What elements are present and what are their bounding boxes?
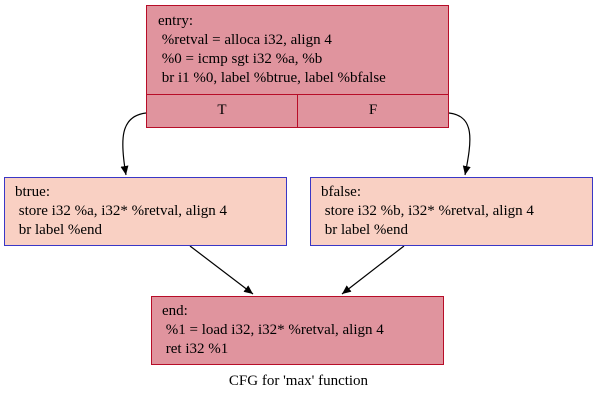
entry-line-icmp: %0 = icmp sgt i32 %a, %b xyxy=(158,51,323,67)
end-block: end: %1 = load i32, i32* %retval, align … xyxy=(151,296,444,365)
btrue-line-store: store i32 %a, i32* %retval, align 4 xyxy=(15,203,228,219)
false-port: F xyxy=(297,95,448,127)
end-line-label: end: xyxy=(162,303,188,319)
entry-line-br: br i1 %0, label %btrue, label %bfalse xyxy=(158,70,386,86)
entry-line-alloca: %retval = alloca i32, align 4 xyxy=(158,32,332,48)
bfalse-line-label: bfalse: xyxy=(321,184,361,200)
true-port: T xyxy=(217,102,227,118)
entry-line-label: entry: xyxy=(158,13,193,29)
entry-branch-ports: T F xyxy=(147,94,448,127)
bfalse-line-br: br label %end xyxy=(321,222,409,238)
edge-entry-false-to-bfalse xyxy=(448,112,471,176)
graph-caption: CFG for 'max' function xyxy=(228,373,369,389)
btrue-line-br: br label %end xyxy=(15,222,103,238)
btrue-line-label: btrue: xyxy=(15,184,50,200)
btrue-block: btrue: store i32 %a, i32* %retval, align… xyxy=(4,177,287,246)
edge-entry-true-to-btrue xyxy=(120,112,147,176)
entry-block-body: entry: %retval = alloca i32, align 4 %0 … xyxy=(147,6,448,96)
bfalse-block: bfalse: store i32 %b, i32* %retval, alig… xyxy=(310,177,593,246)
entry-block: entry: %retval = alloca i32, align 4 %0 … xyxy=(146,5,449,128)
end-line-ret: ret i32 %1 xyxy=(162,341,229,357)
bfalse-line-store: store i32 %b, i32* %retval, align 4 xyxy=(321,203,534,219)
end-line-load: %1 = load i32, i32* %retval, align 4 xyxy=(162,322,384,338)
edge-bfalse-to-end xyxy=(341,245,405,295)
edge-btrue-to-end xyxy=(189,245,254,295)
